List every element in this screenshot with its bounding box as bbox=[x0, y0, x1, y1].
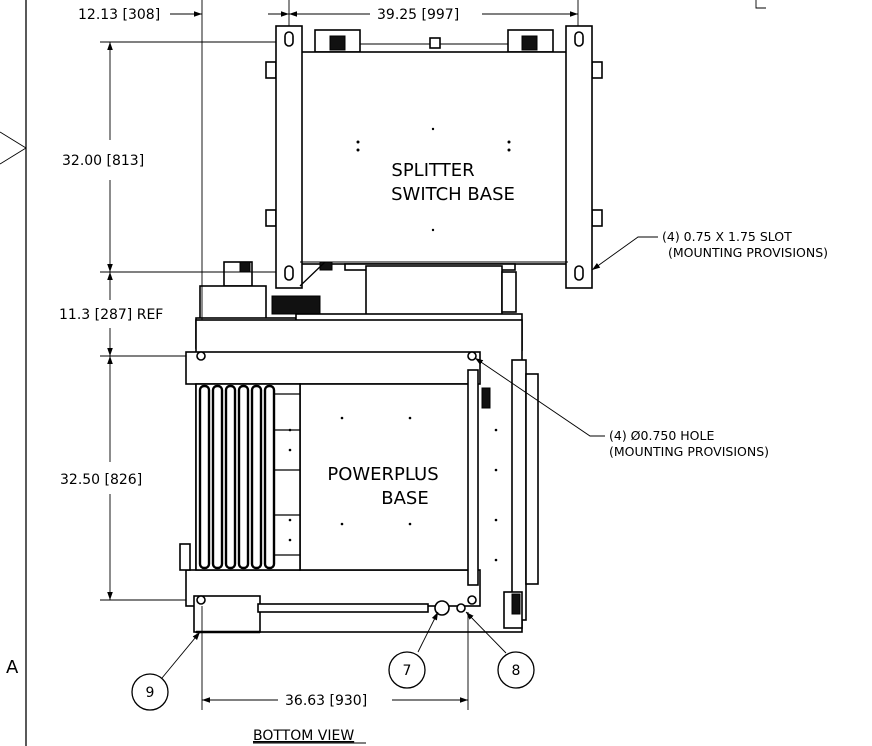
svg-text:9: 9 bbox=[146, 685, 155, 701]
splitter-switch-base bbox=[265, 25, 603, 289]
note-hole-line2: (MOUNTING PROVISIONS) bbox=[609, 444, 769, 459]
note-slot-line1: (4) 0.75 X 1.75 SLOT bbox=[662, 229, 792, 244]
dim-height-powerplus: 32.50 [826] bbox=[60, 472, 142, 488]
dim-width-bottom: 36.63 [930] bbox=[285, 693, 367, 709]
note-hole-line1: (4) Ø0.750 HOLE bbox=[609, 428, 714, 443]
svg-text:7: 7 bbox=[403, 663, 412, 679]
powerplus-label-line1: POWERPLUS bbox=[327, 464, 438, 485]
dimension-lines-top bbox=[170, 0, 579, 320]
splitter-label-line1: SPLITTER bbox=[391, 160, 474, 181]
dim-gap-ref: 11.3 [287] REF bbox=[59, 307, 163, 323]
powerplus-base bbox=[179, 319, 539, 634]
dim-width-top: 39.25 [997] bbox=[377, 7, 459, 23]
powerplus-label-line2: BASE bbox=[381, 488, 428, 509]
dimension-lines-left bbox=[100, 41, 276, 601]
callout-leaders bbox=[474, 236, 658, 437]
svg-text:8: 8 bbox=[512, 663, 521, 679]
balloon-7: 7 bbox=[388, 611, 439, 689]
zone-letter: A bbox=[6, 657, 19, 678]
balloon-9: 9 bbox=[131, 631, 201, 711]
sheet-border bbox=[0, 0, 766, 746]
dimension-lines-bottom bbox=[201, 606, 469, 710]
dim-height-splitter: 32.00 [813] bbox=[62, 153, 144, 169]
view-title: BOTTOM VIEW bbox=[253, 728, 354, 744]
splitter-label-line2: SWITCH BASE bbox=[391, 184, 515, 205]
balloon-8: 8 bbox=[465, 611, 535, 689]
note-slot-line2: (MOUNTING PROVISIONS) bbox=[668, 245, 828, 260]
dim-offset-left: 12.13 [308] bbox=[78, 7, 160, 23]
